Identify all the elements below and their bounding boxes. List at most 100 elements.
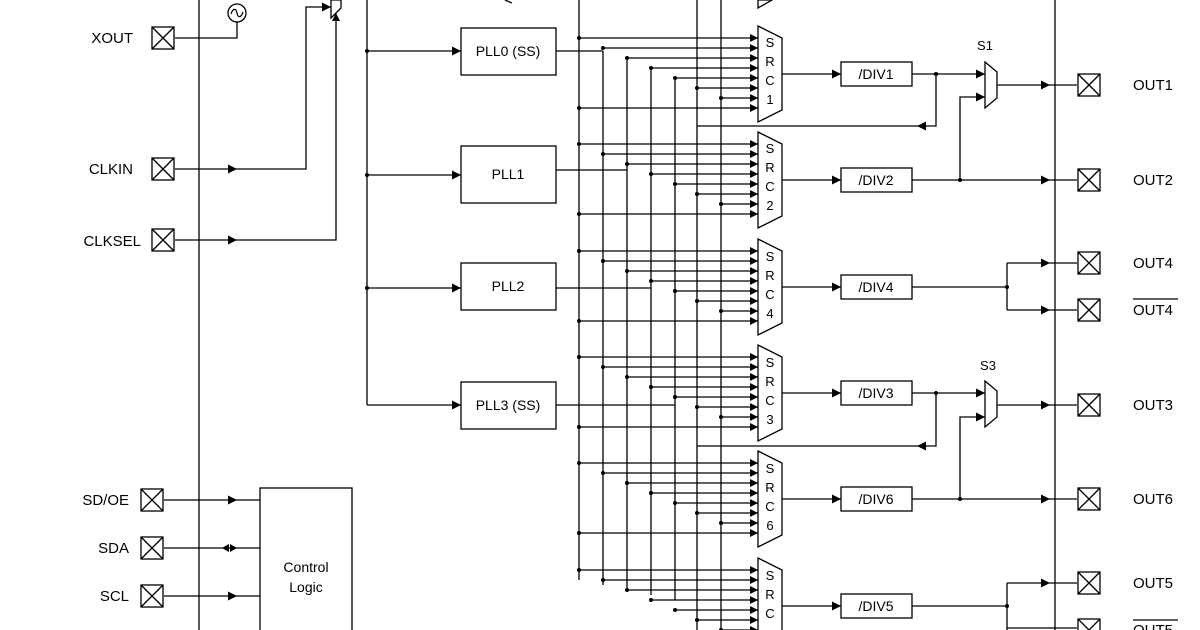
s1-label: S1 bbox=[977, 38, 993, 53]
top-mux-partial bbox=[757, 0, 774, 10]
clksel-label: CLKSEL bbox=[83, 233, 141, 250]
svg-text:R: R bbox=[765, 374, 774, 389]
mux-input-arrow bbox=[750, 499, 758, 507]
ref-wire-top bbox=[504, 0, 513, 4]
out1-label: OUT1 bbox=[1133, 77, 1173, 94]
svg-text:1: 1 bbox=[766, 92, 773, 107]
scl-label: SCL bbox=[100, 588, 129, 605]
mux-input-arrow bbox=[750, 353, 758, 361]
svg-text:4: 4 bbox=[766, 306, 773, 321]
junction-dot bbox=[719, 202, 723, 206]
junction-dot bbox=[601, 471, 605, 475]
junction-dot bbox=[649, 598, 653, 602]
div4-block: /DIV4 bbox=[782, 274, 913, 300]
junction-dot bbox=[601, 152, 605, 156]
svg-text:R: R bbox=[765, 480, 774, 495]
mux-input-arrow bbox=[750, 469, 758, 477]
pll0-label: PLL0 (SS) bbox=[476, 43, 541, 59]
out5b-pin: OUT5 bbox=[1077, 618, 1178, 630]
junction-dot bbox=[577, 531, 581, 535]
svg-text:S: S bbox=[766, 249, 775, 264]
div2-block: /DIV2 bbox=[782, 167, 913, 193]
junction-dot bbox=[673, 289, 677, 293]
mux-input-arrow bbox=[750, 363, 758, 371]
xout-pin: XOUT bbox=[91, 26, 175, 50]
mux-input-arrow bbox=[750, 277, 758, 285]
clkin-label: CLKIN bbox=[89, 161, 133, 178]
src4-mux: S R C 4 bbox=[757, 237, 783, 337]
svg-text:S: S bbox=[766, 35, 775, 50]
pll1-block bbox=[460, 145, 557, 204]
mux-input-arrow bbox=[750, 84, 758, 92]
clkin-wire bbox=[175, 6, 331, 170]
mux-input-arrow bbox=[750, 423, 758, 431]
out4b-label: OUT4 bbox=[1133, 302, 1173, 319]
svg-text:C: C bbox=[765, 73, 774, 88]
mux-input-arrow bbox=[750, 596, 758, 604]
mux-input-arrow bbox=[750, 317, 758, 325]
mux-input-arrow bbox=[750, 459, 758, 467]
svg-text:S: S bbox=[766, 355, 775, 370]
mux-input-arrow bbox=[750, 586, 758, 594]
mux-input-arrow bbox=[750, 160, 758, 168]
junction-dot bbox=[601, 578, 605, 582]
svg-text:S: S bbox=[766, 461, 775, 476]
div6-label: /DIV6 bbox=[858, 491, 893, 507]
s1-switch: S1 bbox=[697, 38, 1077, 182]
junction-dot bbox=[625, 56, 629, 60]
mux-input-arrow bbox=[750, 509, 758, 517]
svg-text:3: 3 bbox=[766, 412, 773, 427]
xout-wire bbox=[175, 22, 238, 39]
out2-pin: OUT2 bbox=[1077, 168, 1173, 192]
junction-dot bbox=[695, 405, 699, 409]
mux-input-arrow bbox=[750, 383, 758, 391]
xout-label: XOUT bbox=[91, 30, 133, 47]
mux-input-arrow bbox=[750, 180, 758, 188]
junction-dot bbox=[625, 481, 629, 485]
svg-text:R: R bbox=[765, 54, 774, 69]
mux-input-arrow bbox=[750, 54, 758, 62]
junction-dot bbox=[695, 511, 699, 515]
junction-dot bbox=[601, 46, 605, 50]
junction-dot bbox=[719, 521, 723, 525]
div5-label: /DIV5 bbox=[858, 598, 893, 614]
control-logic-block bbox=[259, 487, 353, 630]
sdoe-pin: SD/OE bbox=[82, 488, 164, 512]
junction-dot bbox=[625, 588, 629, 592]
junction-dot bbox=[649, 385, 653, 389]
mux-input-arrow bbox=[750, 479, 758, 487]
junction-dot bbox=[577, 568, 581, 572]
input-mux bbox=[330, 0, 342, 20]
pll1-label: PLL1 bbox=[492, 166, 525, 182]
junction-dot bbox=[577, 355, 581, 359]
out5-label: OUT5 bbox=[1133, 575, 1173, 592]
routing-buses bbox=[578, 0, 722, 630]
svg-text:R: R bbox=[765, 268, 774, 283]
src1-mux: S R C 1 bbox=[757, 24, 783, 124]
mux-input-arrow bbox=[750, 373, 758, 381]
control-logic-label-2: Logic bbox=[289, 579, 322, 595]
junction-dot bbox=[577, 319, 581, 323]
junction-dot bbox=[649, 491, 653, 495]
junction-dot bbox=[577, 142, 581, 146]
svg-text:S: S bbox=[766, 568, 775, 583]
mux-input-arrow bbox=[750, 104, 758, 112]
junction-dot bbox=[673, 182, 677, 186]
junction-dot bbox=[695, 86, 699, 90]
out6-label: OUT6 bbox=[1133, 491, 1173, 508]
src2-mux: S R C 2 bbox=[757, 130, 783, 230]
pll2-label: PLL2 bbox=[492, 278, 525, 294]
mux-input-arrow bbox=[750, 576, 758, 584]
svg-text:C: C bbox=[765, 499, 774, 514]
svg-text:C: C bbox=[765, 606, 774, 621]
s3-label: S3 bbox=[980, 358, 996, 373]
junction-dot bbox=[649, 172, 653, 176]
div2-label: /DIV2 bbox=[858, 172, 893, 188]
junction-dot bbox=[673, 395, 677, 399]
clksel-pin: CLKSEL bbox=[83, 228, 175, 252]
mux-input-arrow bbox=[750, 200, 758, 208]
junction-dot bbox=[649, 66, 653, 70]
junction-dot bbox=[577, 461, 581, 465]
src6-mux: S R C 6 bbox=[757, 449, 783, 549]
